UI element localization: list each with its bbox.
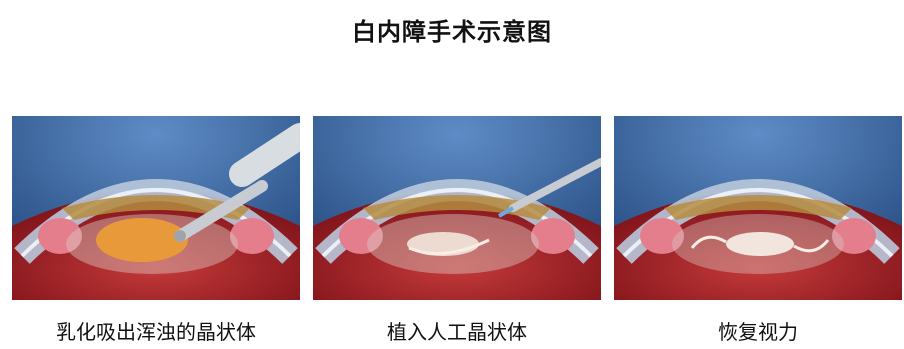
caption-step-1: 乳化吸出浑浊的晶状体 <box>12 316 300 345</box>
caption-step-3: 恢复视力 <box>614 316 902 345</box>
cloudy-lens <box>96 218 188 262</box>
eye-illustration-phaco <box>12 116 300 300</box>
eye-illustration-implant <box>313 116 601 300</box>
eye-illustration-restored <box>614 116 902 300</box>
caption-step-2: 植入人工晶状体 <box>313 316 601 345</box>
panel-implant <box>313 116 601 300</box>
intraocular-lens <box>726 232 794 256</box>
diagram-title: 白内障手术示意图 <box>0 12 904 47</box>
panel-restored <box>614 116 902 300</box>
panel-phaco <box>12 116 300 300</box>
